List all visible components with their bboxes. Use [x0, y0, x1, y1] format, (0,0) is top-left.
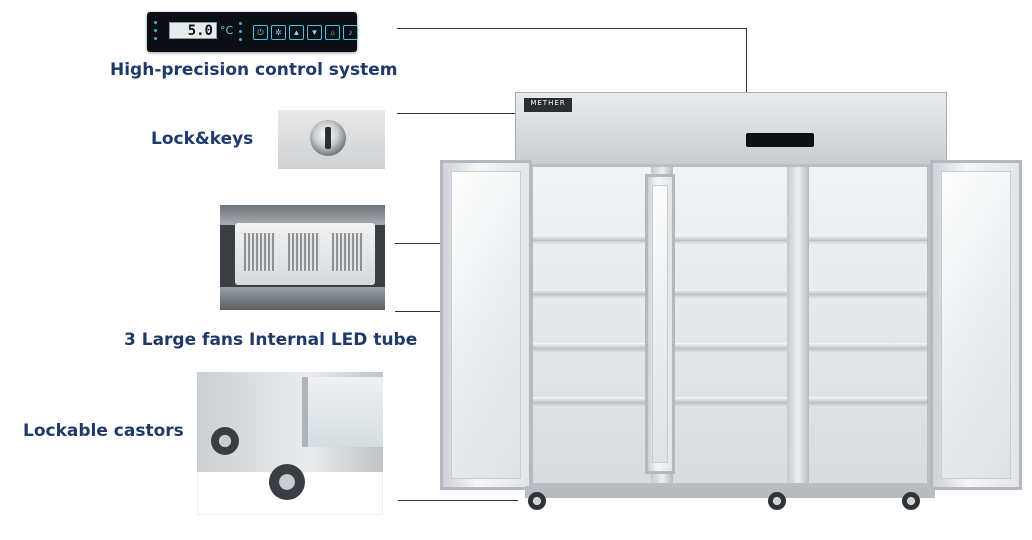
lock-photo	[278, 110, 385, 169]
fan-grill-icon	[332, 233, 364, 271]
defrost-icon: ✲	[271, 25, 286, 40]
right-door	[930, 160, 1022, 490]
panel-keys: ⏻ ✲ ▲ ▼ ☼ ♪	[253, 25, 358, 40]
power-icon: ⏻	[253, 25, 268, 40]
label-lock-keys: Lock&keys	[151, 129, 254, 149]
fridge-top-panel: METHER	[515, 92, 947, 166]
brand-logo: METHER	[524, 98, 572, 112]
castor-wheel-icon	[211, 427, 239, 455]
up-arrow-icon: ▲	[289, 25, 304, 40]
castor-photo	[197, 372, 383, 515]
fan-photo	[220, 205, 385, 310]
refrigerator-image: METHER	[440, 92, 1023, 512]
control-panel-image: 5.0 °C ⏻ ✲ ▲ ▼ ☼ ♪	[147, 12, 358, 52]
left-door	[440, 160, 532, 490]
shelf	[533, 343, 927, 349]
temperature-display: 5.0	[169, 22, 217, 39]
castor-wheel-icon	[528, 492, 546, 510]
label-fans-led: 3 Large fans Internal LED tube	[124, 330, 418, 350]
fridge-base	[525, 486, 935, 498]
light-icon: ☼	[325, 25, 340, 40]
shelf	[533, 235, 927, 241]
castor-wheel-icon	[269, 464, 305, 500]
mini-control-panel	[746, 133, 814, 147]
castor-wheel-icon	[902, 492, 920, 510]
down-arrow-icon: ▼	[307, 25, 322, 40]
fridge-cabinet	[530, 164, 930, 486]
fan-grill-icon	[288, 233, 320, 271]
shelf	[533, 289, 927, 295]
fan-grill-icon	[244, 233, 276, 271]
shelf	[533, 397, 927, 403]
label-control-system: High-precision control system	[110, 60, 398, 80]
temperature-unit: °C	[220, 24, 234, 37]
middle-door	[645, 174, 675, 474]
castor-wheel-icon	[768, 492, 786, 510]
label-castors: Lockable castors	[23, 421, 184, 441]
mute-icon: ♪	[343, 25, 358, 40]
